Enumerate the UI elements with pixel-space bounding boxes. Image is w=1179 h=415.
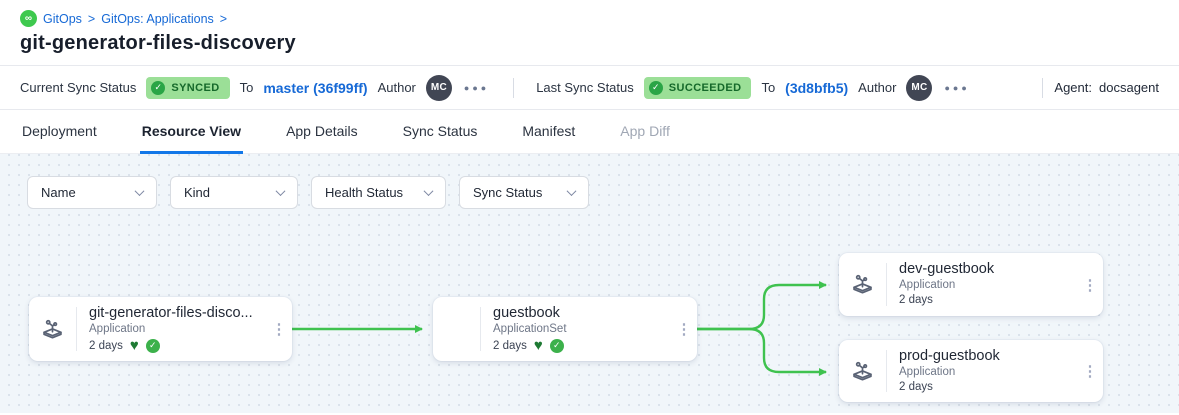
to-label: To bbox=[239, 80, 254, 95]
node-kind: ApplicationSet bbox=[493, 323, 567, 335]
node-age: 2 days bbox=[899, 294, 933, 306]
node-kebab-menu[interactable]: ⋮ bbox=[1082, 276, 1098, 294]
node-kind: Application bbox=[899, 366, 956, 378]
synced-badge-label: SYNCED bbox=[171, 81, 220, 94]
tab-resource-view[interactable]: Resource View bbox=[139, 110, 244, 154]
breadcrumb-link-gitops[interactable]: GitOps bbox=[43, 11, 82, 26]
current-sync-status-group: Current Sync Status ✓ SYNCED To master (… bbox=[20, 74, 491, 101]
breadcrumb-separator: > bbox=[87, 11, 96, 26]
author-avatar: MC bbox=[425, 74, 452, 101]
node-kebab-menu[interactable]: ⋮ bbox=[271, 321, 287, 338]
filter-label: Sync Status bbox=[473, 185, 543, 200]
filter-bar: Name Kind Health Status Sync Status bbox=[27, 176, 589, 209]
agent-label: Agent: bbox=[1054, 80, 1092, 95]
application-icon bbox=[839, 340, 886, 402]
tab-app-diff[interactable]: App Diff bbox=[620, 122, 670, 139]
last-sync-status-group: Last Sync Status ✓ SUCCEEDED To (3d8bfb5… bbox=[536, 74, 972, 101]
node-body: prod-guestbook Application 2 days bbox=[887, 340, 1077, 402]
page-title: git-generator-files-discovery bbox=[20, 32, 296, 54]
applicationset-icon bbox=[433, 297, 480, 361]
node-age: 2 days bbox=[89, 339, 123, 352]
node-kebab-menu[interactable]: ⋮ bbox=[676, 321, 692, 338]
node-title: dev-guestbook bbox=[899, 261, 995, 277]
current-revision-link[interactable]: master (36f99ff) bbox=[263, 79, 368, 96]
check-circle-icon: ✓ bbox=[648, 80, 663, 95]
tab-manifest[interactable]: Manifest bbox=[522, 122, 576, 139]
node-title: git-generator-files-disco... bbox=[89, 305, 253, 321]
sync-check-icon: ✓ bbox=[145, 338, 160, 353]
node-body: guestbook ApplicationSet 2 days ♥ ✓ bbox=[481, 297, 671, 361]
status-bar-divider bbox=[513, 77, 515, 98]
node-age: 2 days bbox=[493, 339, 527, 352]
succeeded-badge-label: SUCCEEDED bbox=[668, 81, 742, 94]
page-header: ∞ GitOps > GitOps: Applications > git-ge… bbox=[0, 0, 1179, 55]
breadcrumb: ∞ GitOps > GitOps: Applications > bbox=[20, 10, 1159, 27]
edge-guestbook-to-dev bbox=[697, 281, 827, 331]
filter-kind-dropdown[interactable]: Kind bbox=[170, 176, 298, 209]
last-sync-status-label: Last Sync Status bbox=[536, 80, 634, 95]
tab-deployment[interactable]: Deployment bbox=[22, 122, 97, 139]
node-body: git-generator-files-disco... Application… bbox=[77, 297, 266, 361]
agent-value: docsagent bbox=[1099, 80, 1159, 95]
more-actions-menu[interactable]: ●●● bbox=[463, 82, 490, 93]
succeeded-status-badge: ✓ SUCCEEDED bbox=[643, 76, 752, 99]
node-body: dev-guestbook Application 2 days bbox=[887, 253, 1077, 316]
more-actions-menu[interactable]: ●●● bbox=[944, 82, 970, 93]
current-sync-status-label: Current Sync Status bbox=[20, 80, 137, 95]
graph-node-prod-guestbook[interactable]: prod-guestbook Application 2 days ⋮ bbox=[839, 340, 1103, 402]
node-kind: Application bbox=[89, 323, 146, 335]
tab-app-details[interactable]: App Details bbox=[286, 122, 358, 139]
graph-node-dev-guestbook[interactable]: dev-guestbook Application 2 days ⋮ bbox=[839, 253, 1103, 316]
health-heart-icon: ♥ bbox=[129, 337, 139, 354]
filter-health-status-dropdown[interactable]: Health Status bbox=[311, 176, 446, 209]
application-icon bbox=[839, 253, 886, 316]
edge-guestbook-to-prod bbox=[697, 327, 827, 376]
agent-info: Agent: docsagent bbox=[1042, 77, 1159, 98]
application-icon bbox=[29, 297, 76, 361]
node-divider bbox=[480, 307, 481, 351]
synced-status-badge: ✓ SYNCED bbox=[146, 76, 230, 99]
node-title: guestbook bbox=[493, 305, 560, 321]
tab-bar: Deployment Resource View App Details Syn… bbox=[0, 110, 1179, 154]
author-label: Author bbox=[377, 80, 416, 95]
graph-edges bbox=[292, 281, 827, 376]
breadcrumb-separator: > bbox=[219, 11, 228, 26]
filter-label: Name bbox=[41, 185, 76, 200]
graph-node-git-generator-files-discovery[interactable]: git-generator-files-disco... Application… bbox=[29, 297, 292, 361]
author-label: Author bbox=[858, 80, 897, 95]
chevron-down-icon bbox=[134, 186, 145, 197]
chevron-down-icon bbox=[423, 186, 434, 197]
sync-check-icon: ✓ bbox=[549, 338, 564, 353]
resource-graph-canvas[interactable]: Name Kind Health Status Sync Status bbox=[0, 154, 1179, 413]
chevron-down-icon bbox=[275, 186, 286, 197]
filter-label: Kind bbox=[184, 185, 211, 200]
status-bar-divider bbox=[1042, 77, 1044, 98]
node-age: 2 days bbox=[899, 381, 933, 393]
filter-sync-status-dropdown[interactable]: Sync Status bbox=[459, 176, 589, 209]
breadcrumb-link-applications[interactable]: GitOps: Applications bbox=[101, 11, 214, 26]
health-heart-icon: ♥ bbox=[533, 337, 543, 354]
graph-node-guestbook[interactable]: guestbook ApplicationSet 2 days ♥ ✓ ⋮ bbox=[433, 297, 697, 361]
node-kind: Application bbox=[899, 279, 956, 291]
node-title: prod-guestbook bbox=[899, 348, 1000, 364]
tab-sync-status[interactable]: Sync Status bbox=[402, 122, 478, 139]
chevron-down-icon bbox=[566, 186, 577, 197]
node-divider bbox=[886, 350, 887, 392]
filter-name-dropdown[interactable]: Name bbox=[27, 176, 157, 209]
node-kebab-menu[interactable]: ⋮ bbox=[1082, 363, 1098, 380]
status-bar: Current Sync Status ✓ SYNCED To master (… bbox=[0, 65, 1179, 110]
filter-label: Health Status bbox=[325, 185, 404, 200]
author-avatar: MC bbox=[906, 74, 933, 101]
node-divider bbox=[886, 263, 887, 306]
last-revision-link[interactable]: (3d8bfb5) bbox=[785, 79, 849, 96]
check-circle-icon: ✓ bbox=[151, 80, 166, 95]
node-divider bbox=[76, 307, 77, 351]
gitops-logo-icon: ∞ bbox=[20, 10, 37, 27]
to-label: To bbox=[761, 80, 776, 95]
